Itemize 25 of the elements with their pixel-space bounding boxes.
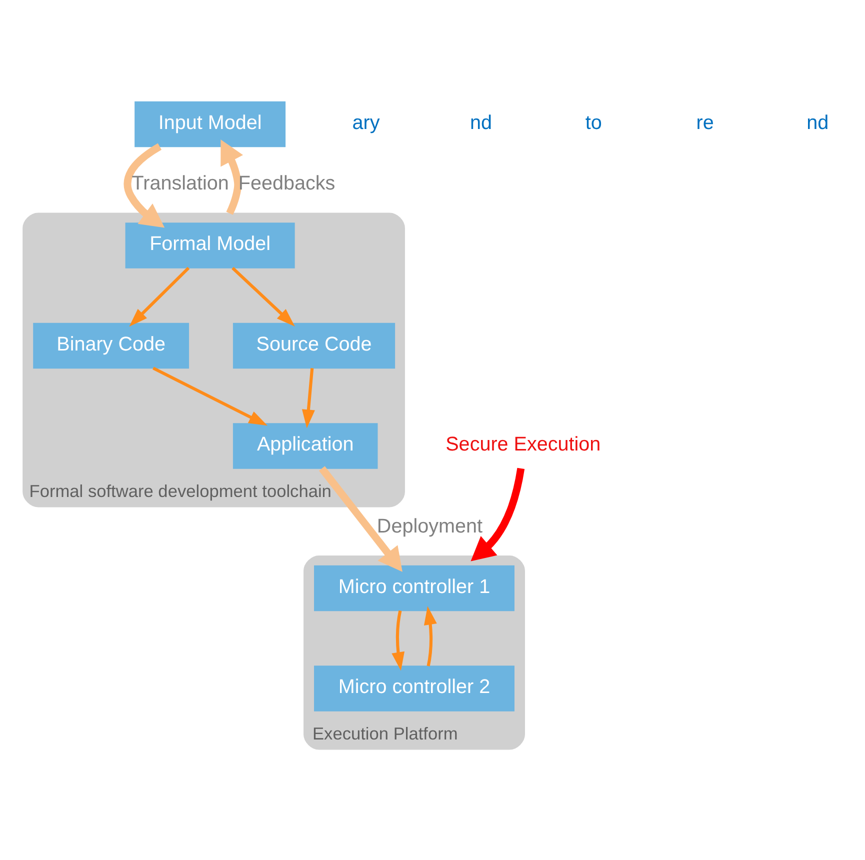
arrow [124,142,165,228]
label: nd [806,111,829,134]
label: re [696,111,714,134]
arrow [232,266,295,326]
label: ary [352,111,380,134]
node-box: Source Code [232,322,396,368]
arrow [129,266,190,326]
label: nd [470,111,492,134]
edge-label: Translation [132,172,229,194]
node-box: Formal Model [125,222,295,268]
arrow [392,610,405,670]
node-box: Application [232,422,378,468]
arrow [318,466,402,572]
arrow [470,467,525,561]
edge-label: Deployment [376,514,482,537]
label: to [585,111,602,134]
node-text: Secure Execution [446,433,601,456]
arrow [424,606,437,666]
node-box: Input Model [134,100,286,147]
arrow [220,139,244,214]
arrow [302,368,315,428]
node-box: Binary Code [33,322,190,368]
node-box: Micro controller 1 [314,564,514,611]
node-box: Micro controller 2 [314,665,514,711]
arrow [152,366,268,426]
